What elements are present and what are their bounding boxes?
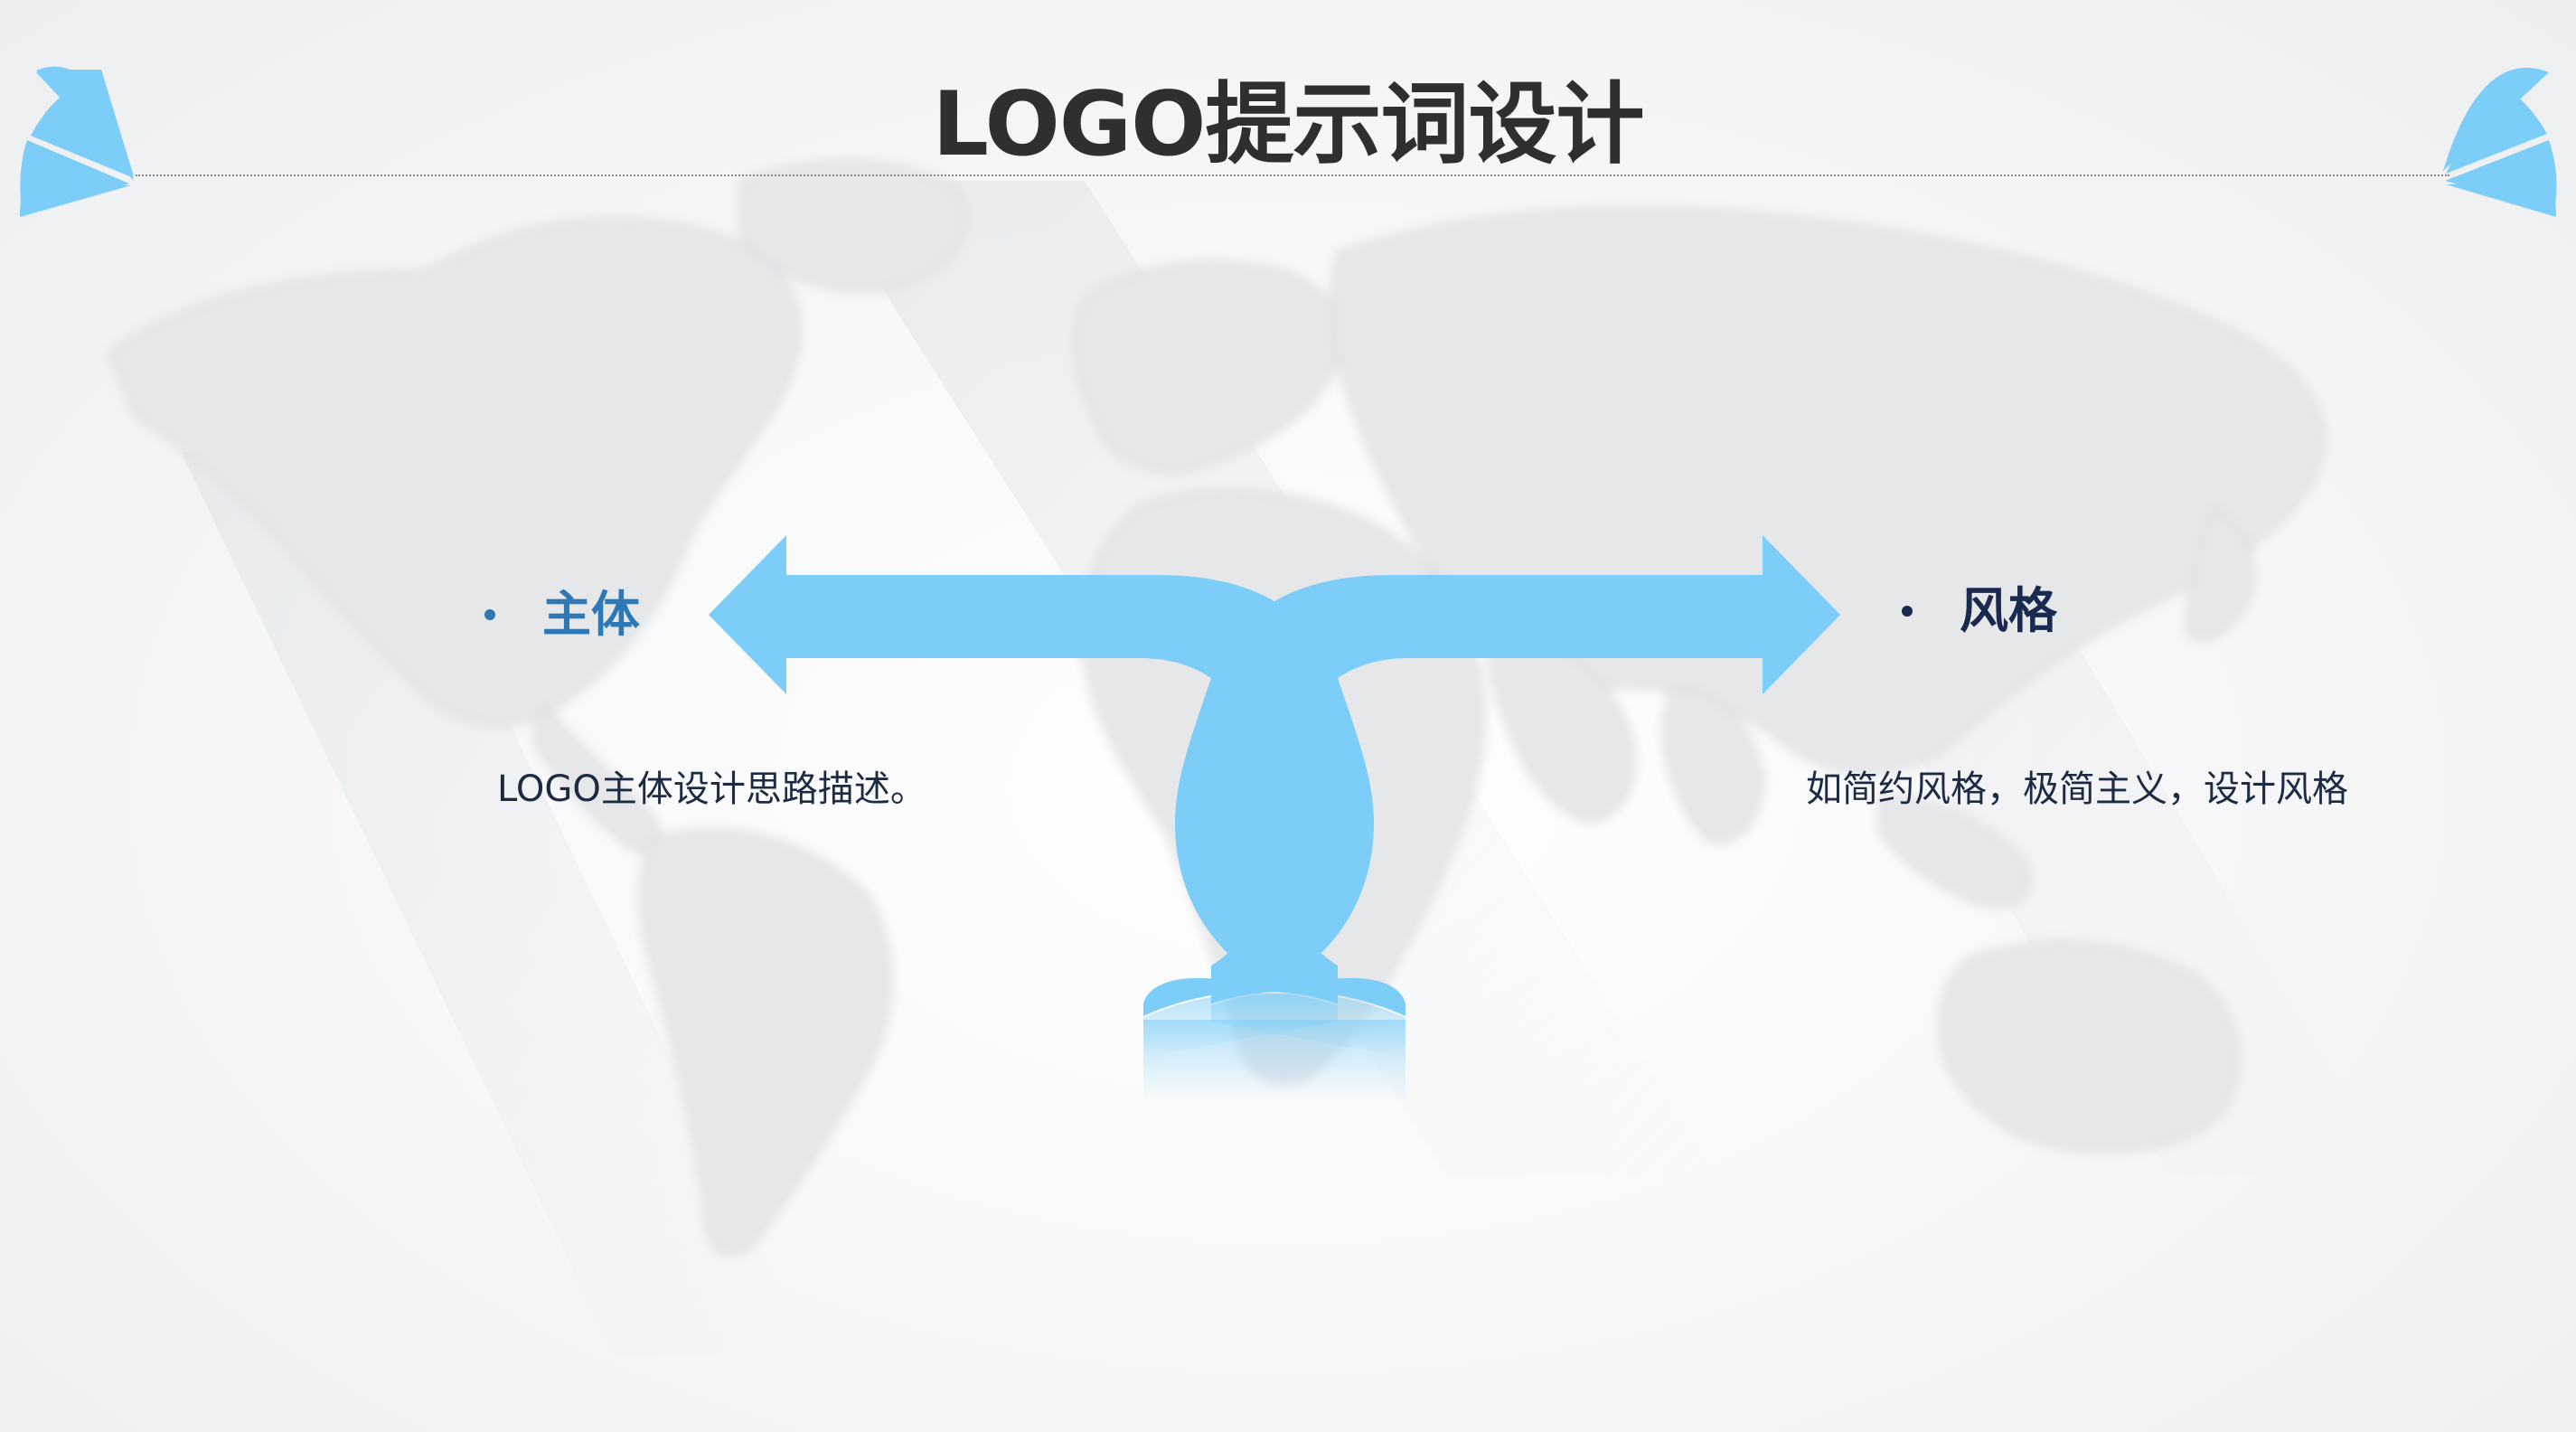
style-label: 风格 (1960, 582, 2057, 639)
quarter-circle-segments-icon (20, 66, 134, 217)
subject-description: LOGO主体设计思路描述。 (497, 768, 926, 810)
subject-bullet: 主体 (484, 586, 640, 644)
style-bullet: 风格 (1902, 582, 2057, 640)
subject-label: 主体 (542, 586, 640, 643)
style-description: 如简约风格，极简主义，设计风格 (1806, 768, 2348, 810)
quarter-circle-segments-icon (2442, 67, 2557, 217)
page-title: LOGO提示词设计 (932, 73, 1644, 176)
interlocking-double-arrow-icon (709, 535, 1840, 1101)
bullet-dot-icon (1902, 606, 1913, 617)
title-divider (136, 174, 2449, 176)
bullet-dot-icon (484, 609, 495, 620)
